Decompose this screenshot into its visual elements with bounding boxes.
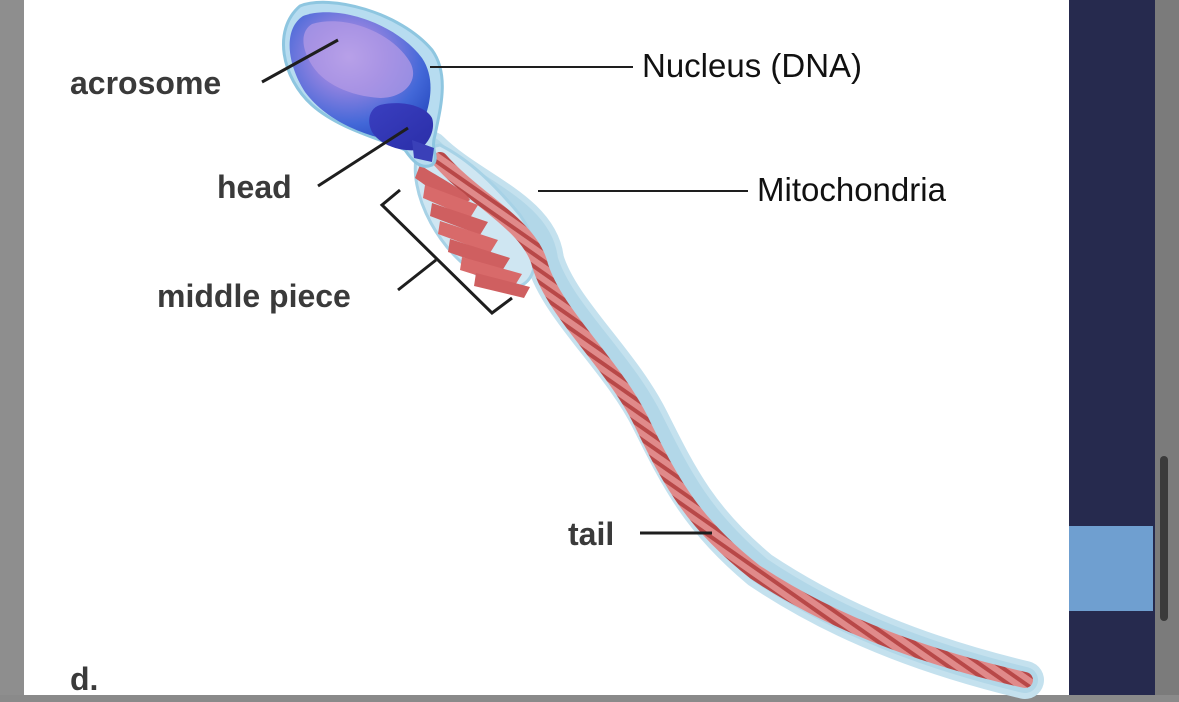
panel-letter: d.: [70, 661, 98, 697]
acrosome-leader: [261, 38, 339, 84]
head-label: head: [217, 169, 292, 205]
mitochondria-spiral: [415, 165, 530, 298]
middle-piece-leader: [397, 258, 437, 292]
nucleus-base: [369, 103, 434, 151]
head-leader: [317, 126, 409, 188]
nucleus-label: Nucleus (DNA): [642, 47, 862, 84]
left-frame: [0, 0, 24, 702]
mitochondria-label: Mitochondria: [757, 171, 947, 208]
tail-core: [432, 152, 1033, 688]
bottom-frame: [0, 695, 1179, 702]
acrosome-cap: [303, 21, 414, 98]
middle-piece-label: middle piece: [157, 278, 351, 314]
neck: [412, 140, 434, 162]
middle-piece-bracket: [379, 188, 513, 315]
scrollbar-thumb[interactable]: [1160, 456, 1168, 621]
acrosome-label: acrosome: [70, 65, 221, 101]
diagram-page: [24, 0, 1069, 695]
side-panel-highlight: [1069, 526, 1153, 611]
tail-label: tail: [568, 516, 614, 552]
